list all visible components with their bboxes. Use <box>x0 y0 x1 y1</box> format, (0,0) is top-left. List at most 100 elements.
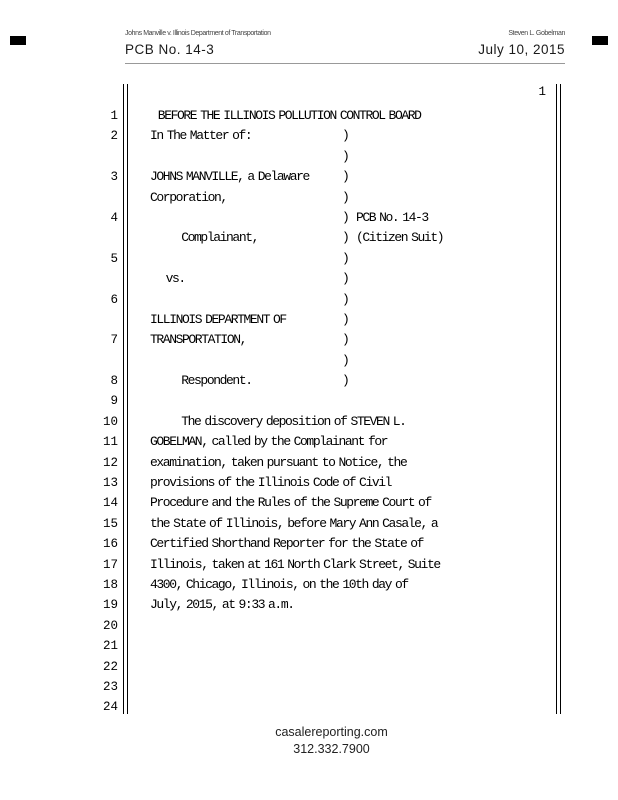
transcript-row: 22 <box>0 657 618 677</box>
line-text: The discovery deposition of STEVEN L. <box>150 413 407 429</box>
line-number: 24 <box>102 700 118 715</box>
footer: casalereporting.com 312.332.7900 <box>0 724 618 757</box>
deponent-name: Steven L. Gobelman <box>508 30 565 37</box>
caption-paren: ) <box>342 250 350 266</box>
line-number: 20 <box>102 618 118 633</box>
transcript-row: 5) <box>0 249 618 269</box>
line-text: the State of Illinois, before Mary Ann C… <box>150 515 439 531</box>
footer-website: casalereporting.com <box>275 725 388 739</box>
right-margin-double-rule <box>556 84 561 714</box>
line-number: 11 <box>102 435 118 450</box>
line-number: 19 <box>102 598 118 613</box>
line-text: GOBELMAN, called by the Complainant for <box>150 434 389 450</box>
transcript-row: 14 Procedure and the Rules of the Supreme… <box>0 493 618 513</box>
caption-paren: ) <box>342 189 350 205</box>
transcript-row: 19 July, 2015, at 9:33 a.m. <box>0 595 618 615</box>
caption-paren: ) <box>342 291 350 307</box>
transcript-row: 18 4300, Chicago, Illinois, on the 10th d… <box>0 575 618 595</box>
transcript-date: July 10, 2015 <box>478 42 565 57</box>
case-caption: Johns Manville v. Illinois Department of… <box>125 30 271 37</box>
transcript-row: 24 <box>0 697 618 717</box>
line-text: Illinois, taken at 161 North Clark Stree… <box>150 556 441 572</box>
line-number: 3 <box>110 170 118 185</box>
line-number: 21 <box>102 639 118 654</box>
caption-paren: ) <box>342 169 350 185</box>
docket-number: PCB No. 14-3 <box>125 42 215 57</box>
transcript-row: 17 Illinois, taken at 161 North Clark Str… <box>0 555 618 575</box>
caption-right-text: PCB No. 14-3 <box>356 209 429 225</box>
line-number: 13 <box>102 476 118 491</box>
line-number: 6 <box>110 292 118 307</box>
line-number: 2 <box>110 129 118 144</box>
caption-paren: ) <box>342 128 350 144</box>
header-divider <box>125 63 565 64</box>
caption-paren: ) <box>342 352 350 368</box>
transcript-row: 13 provisions of the Illinois Code of Civ… <box>0 473 618 493</box>
transcript-row: 12 examination, taken pursuant to Notice,… <box>0 453 618 473</box>
transcript-row: Complainant,)(Citizen Suit) <box>0 228 618 248</box>
line-number: 9 <box>110 394 118 409</box>
caption-right-text: (Citizen Suit) <box>356 230 445 246</box>
line-number: 5 <box>110 251 118 266</box>
corner-registration-mark-right <box>592 36 608 45</box>
transcript-row: 10 The discovery deposition of STEVEN L. <box>0 412 618 432</box>
caption-paren: ) <box>342 373 350 389</box>
transcript-row: 1 BEFORE THE ILLINOIS POLLUTION CONTROL … <box>0 106 618 126</box>
page-number: 1 <box>538 85 546 99</box>
line-number: 18 <box>102 577 118 592</box>
line-number: 14 <box>102 496 118 511</box>
line-text: vs. <box>150 271 187 287</box>
line-number: 22 <box>102 659 118 674</box>
line-text: Corporation, <box>150 189 228 205</box>
transcript-row: 20 <box>0 616 618 636</box>
line-text: ILLINOIS DEPARTMENT OF <box>150 311 287 327</box>
left-margin-double-rule <box>123 84 128 714</box>
transcript-row: Corporation,) <box>0 188 618 208</box>
footer-phone: 312.332.7900 <box>293 741 370 756</box>
caption-paren: ) <box>342 209 350 225</box>
line-number: 1 <box>110 109 118 123</box>
transcript-body: 1 BEFORE THE ILLINOIS POLLUTION CONTROL … <box>0 106 618 718</box>
line-number: 15 <box>102 516 118 531</box>
line-text: BEFORE THE ILLINOIS POLLUTION CONTROL BO… <box>150 108 422 123</box>
line-number: 4 <box>110 210 118 225</box>
line-text: Respondent. <box>150 373 253 389</box>
corner-registration-mark-left <box>10 36 26 45</box>
line-text: examination, taken pursuant to Notice, t… <box>150 454 408 470</box>
transcript-row: ) <box>0 351 618 371</box>
running-header: Johns Manville v. Illinois Department of… <box>125 30 565 37</box>
caption-paren: ) <box>342 271 350 287</box>
caption-paren: ) <box>342 311 350 327</box>
line-number: 17 <box>102 557 118 572</box>
transcript-row: 23 <box>0 677 618 697</box>
transcript-row: 21 <box>0 636 618 656</box>
transcript-row: ILLINOIS DEPARTMENT OF) <box>0 310 618 330</box>
line-text: Complainant, <box>150 230 259 246</box>
transcript-row: 9 <box>0 391 618 411</box>
line-number: 16 <box>102 537 118 552</box>
line-number: 12 <box>102 455 118 470</box>
transcript-row: 4) PCB No. 14-3 <box>0 208 618 228</box>
transcript-row: 15 the State of Illinois, before Mary Ann… <box>0 514 618 534</box>
line-number: 7 <box>110 333 118 348</box>
line-number: 23 <box>102 679 118 694</box>
transcript-row: ) <box>0 147 618 167</box>
line-number: 8 <box>110 374 118 389</box>
line-text: In The Matter of: <box>150 128 253 144</box>
header-row: PCB No. 14-3 July 10, 2015 <box>125 42 565 57</box>
transcript-row: 6) <box>0 290 618 310</box>
line-text: provisions of the Illinois Code of Civil <box>150 475 392 491</box>
line-number: 10 <box>102 414 118 429</box>
line-text: Procedure and the Rules of the Supreme C… <box>150 495 432 511</box>
caption-paren: ) <box>342 332 350 348</box>
line-text: 4300, Chicago, Illinois, on the 10th day… <box>150 576 409 592</box>
line-text: Certified Shorthand Reporter for the Sta… <box>150 536 424 552</box>
transcript-row: 11 GOBELMAN, called by the Complainant fo… <box>0 432 618 452</box>
transcript-row: 8 Respondent.) <box>0 371 618 391</box>
line-text: JOHNS MANVILLE, a Delaware <box>150 169 310 185</box>
line-text: July, 2015, at 9:33 a.m. <box>150 597 295 613</box>
caption-paren: ) <box>342 148 350 164</box>
transcript-row: vs.) <box>0 269 618 289</box>
